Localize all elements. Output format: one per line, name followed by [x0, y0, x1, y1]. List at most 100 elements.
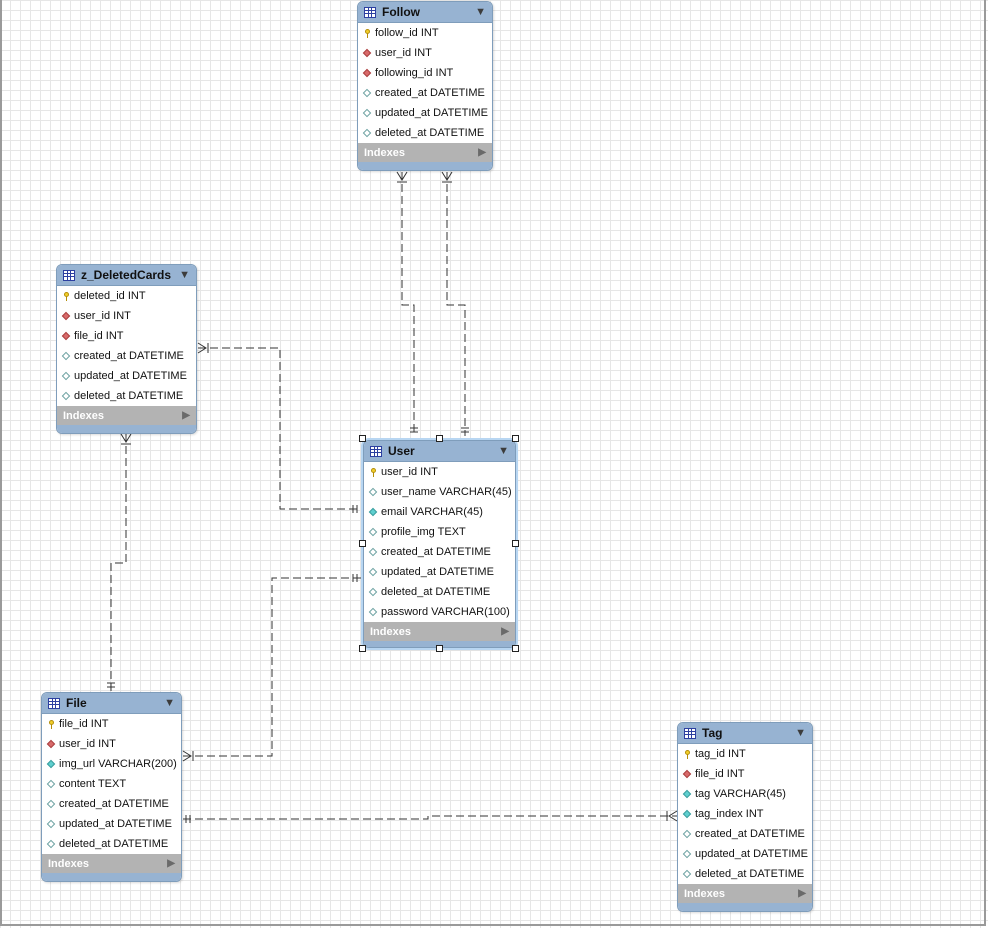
table-header[interactable]: User ▼ — [364, 441, 515, 462]
indexes-section[interactable]: Indexes ▶ — [364, 622, 515, 641]
column-row[interactable]: tag_index INT — [678, 804, 812, 824]
column-row[interactable]: updated_at DATETIME — [57, 366, 196, 386]
primary-key-icon — [369, 467, 377, 477]
relationship-file-user — [183, 577, 361, 757]
column-row[interactable]: updated_at DATETIME — [364, 562, 515, 582]
column-row[interactable]: deleted_at DATETIME — [57, 386, 196, 406]
relationship-deletedcards-user — [198, 347, 361, 510]
dropdown-arrow-icon[interactable]: ▼ — [179, 269, 190, 281]
resize-handle-s[interactable] — [436, 645, 443, 652]
column-icon — [368, 567, 378, 577]
resize-handle-se[interactable] — [512, 645, 519, 652]
dropdown-arrow-icon[interactable]: ▼ — [795, 727, 806, 739]
column-row[interactable]: updated_at DATETIME — [678, 844, 812, 864]
expand-arrow-icon[interactable]: ▶ — [478, 147, 486, 158]
column-row[interactable]: created_at DATETIME — [364, 542, 515, 562]
resize-handle-e[interactable] — [512, 540, 519, 547]
column-row[interactable]: follow_id INT — [358, 23, 492, 43]
column-row[interactable]: deleted_at DATETIME — [364, 582, 515, 602]
dropdown-arrow-icon[interactable]: ▼ — [475, 6, 486, 18]
column-row[interactable]: content TEXT — [42, 774, 181, 794]
column-icon — [682, 829, 692, 839]
filled-diamond-icon — [46, 759, 56, 769]
primary-key-icon — [363, 28, 371, 38]
column-row[interactable]: password VARCHAR(100) — [364, 602, 515, 622]
column-row[interactable]: profile_img TEXT — [364, 522, 515, 542]
column-row[interactable]: tag_id INT — [678, 744, 812, 764]
key-icon — [48, 719, 54, 729]
red-diamond-icon — [362, 48, 372, 58]
dropdown-arrow-icon[interactable]: ▼ — [498, 445, 509, 457]
hollow-diamond-icon — [46, 799, 56, 809]
table-z-deletedcards[interactable]: z_DeletedCards ▼ deleted_id INT user_id I… — [56, 264, 197, 434]
column-row[interactable]: created_at DATETIME — [358, 83, 492, 103]
table-tag[interactable]: Tag ▼ tag_id INT file_id INT tag VARCHAR(4… — [677, 722, 813, 912]
column-row[interactable]: email VARCHAR(45) — [364, 502, 515, 522]
column-row[interactable]: tag VARCHAR(45) — [678, 784, 812, 804]
column-icon — [46, 819, 56, 829]
column-row[interactable]: created_at DATETIME — [57, 346, 196, 366]
resize-handle-ne[interactable] — [512, 435, 519, 442]
column-name: file_id INT — [74, 330, 124, 342]
column-name: file_id INT — [695, 768, 745, 780]
resize-handle-sw[interactable] — [359, 645, 366, 652]
primary-key-icon — [47, 719, 55, 729]
indexes-section[interactable]: Indexes ▶ — [358, 143, 492, 162]
column-row[interactable]: file_id INT — [57, 326, 196, 346]
column-icon — [368, 487, 378, 497]
dropdown-arrow-icon[interactable]: ▼ — [164, 697, 175, 709]
table-header[interactable]: z_DeletedCards ▼ — [57, 265, 196, 286]
column-row[interactable]: user_id INT — [364, 462, 515, 482]
column-row[interactable]: file_id INT — [678, 764, 812, 784]
column-name: deleted_id INT — [74, 290, 146, 302]
column-row[interactable]: user_id INT — [358, 43, 492, 63]
column-name: file_id INT — [59, 718, 109, 730]
column-row[interactable]: file_id INT — [42, 714, 181, 734]
column-row[interactable]: img_url VARCHAR(200) — [42, 754, 181, 774]
indexes-section[interactable]: Indexes ▶ — [678, 884, 812, 903]
not-null-column-icon — [682, 809, 692, 819]
indexes-label: Indexes — [48, 857, 89, 870]
expand-arrow-icon[interactable]: ▶ — [182, 410, 190, 421]
column-row[interactable]: user_id INT — [42, 734, 181, 754]
column-row[interactable]: updated_at DATETIME — [358, 103, 492, 123]
resize-handle-w[interactable] — [359, 540, 366, 547]
expand-arrow-icon[interactable]: ▶ — [798, 888, 806, 899]
column-row[interactable]: created_at DATETIME — [42, 794, 181, 814]
resize-handle-n[interactable] — [436, 435, 443, 442]
indexes-section[interactable]: Indexes ▶ — [57, 406, 196, 425]
column-name: tag_index INT — [695, 808, 764, 820]
table-header[interactable]: File ▼ — [42, 693, 181, 714]
table-name: User — [388, 444, 415, 458]
indexes-section[interactable]: Indexes ▶ — [42, 854, 181, 873]
hollow-diamond-icon — [368, 567, 378, 577]
column-name: deleted_at DATETIME — [375, 127, 485, 139]
column-name: tag VARCHAR(45) — [695, 788, 786, 800]
resize-handle-nw[interactable] — [359, 435, 366, 442]
column-row[interactable]: user_name VARCHAR(45) — [364, 482, 515, 502]
column-name: email VARCHAR(45) — [381, 506, 483, 518]
column-row[interactable]: following_id INT — [358, 63, 492, 83]
hollow-diamond-icon — [61, 351, 71, 361]
column-icon — [368, 547, 378, 557]
column-name: follow_id INT — [375, 27, 439, 39]
hollow-diamond-icon — [682, 869, 692, 879]
column-row[interactable]: created_at DATETIME — [678, 824, 812, 844]
column-row[interactable]: deleted_id INT — [57, 286, 196, 306]
column-list: tag_id INT file_id INT tag VARCHAR(45) tag_… — [678, 744, 812, 884]
expand-arrow-icon[interactable]: ▶ — [167, 858, 175, 869]
column-row[interactable]: updated_at DATETIME — [42, 814, 181, 834]
table-header[interactable]: Follow ▼ — [358, 2, 492, 23]
table-icon — [684, 727, 696, 739]
column-row[interactable]: user_id INT — [57, 306, 196, 326]
expand-arrow-icon[interactable]: ▶ — [501, 626, 509, 637]
column-row[interactable]: deleted_at DATETIME — [678, 864, 812, 884]
column-row[interactable]: deleted_at DATETIME — [358, 123, 492, 143]
column-row[interactable]: deleted_at DATETIME — [42, 834, 181, 854]
table-header[interactable]: Tag ▼ — [678, 723, 812, 744]
